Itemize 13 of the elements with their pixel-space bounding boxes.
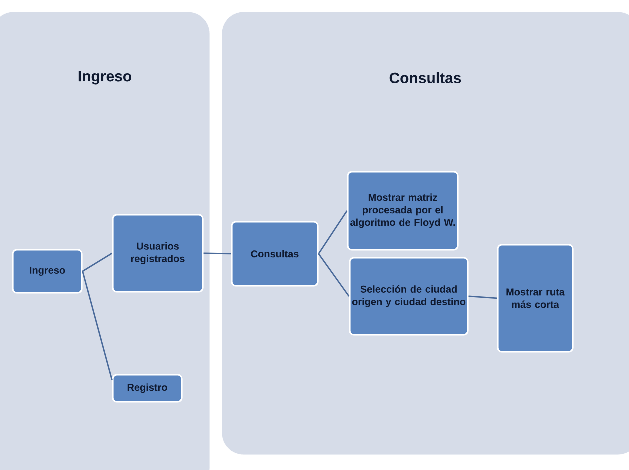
connector-line <box>318 210 348 254</box>
connector-line <box>318 254 350 297</box>
process-box: Mostrar matriz procesada por el algoritmo de Floyd W. <box>347 171 459 251</box>
process-box: Registro <box>112 374 183 403</box>
connector-line <box>82 271 113 380</box>
connector-line <box>468 296 498 300</box>
process-box: Mostrar ruta más corta <box>497 244 574 353</box>
connector-line <box>82 252 113 272</box>
process-box: Ingreso <box>12 249 83 294</box>
process-box: Consultas <box>231 221 319 287</box>
process-box: Usuarios registrados <box>112 214 204 293</box>
process-box: Selección de ciudad origen y ciudad destino <box>349 257 469 336</box>
connector-line <box>204 252 232 255</box>
